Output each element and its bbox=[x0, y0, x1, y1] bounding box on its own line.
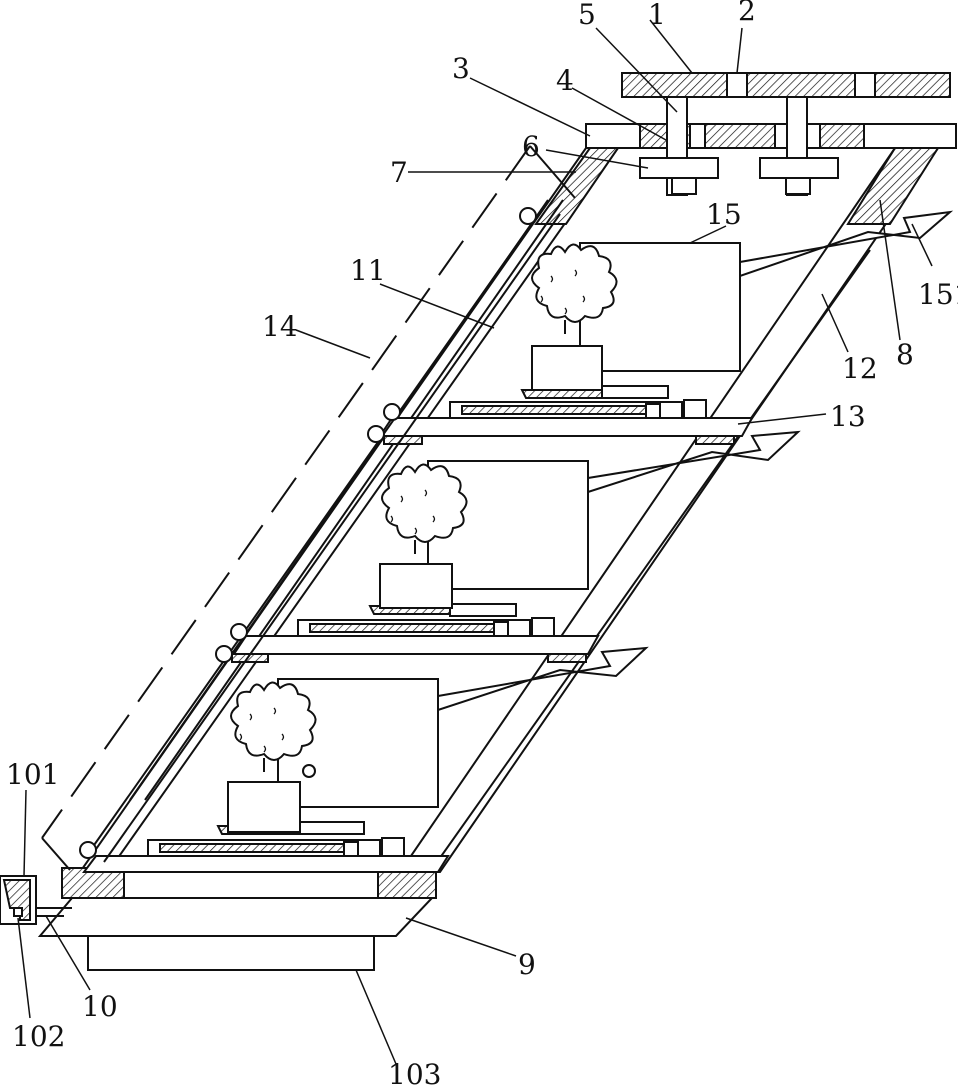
label-2: 2 bbox=[738, 0, 756, 27]
label-6: 6 bbox=[522, 130, 540, 163]
label-12: 12 bbox=[842, 352, 878, 385]
label-4: 4 bbox=[556, 64, 574, 97]
label-3: 3 bbox=[452, 52, 470, 85]
base-platform bbox=[0, 868, 436, 970]
label-14: 14 bbox=[262, 310, 298, 343]
label-151: 151 bbox=[918, 278, 958, 311]
label-5: 5 bbox=[578, 0, 596, 31]
label-10: 10 bbox=[82, 990, 118, 1023]
shelf-bottom bbox=[84, 648, 646, 872]
label-8: 8 bbox=[896, 338, 914, 371]
label-9: 9 bbox=[518, 948, 536, 981]
top-plate bbox=[622, 73, 950, 97]
label-7: 7 bbox=[390, 156, 408, 189]
label-15: 15 bbox=[706, 198, 742, 231]
label-13: 13 bbox=[830, 400, 866, 433]
ceiling-beam bbox=[586, 124, 956, 148]
label-11: 11 bbox=[350, 254, 386, 287]
label-103: 103 bbox=[388, 1058, 441, 1086]
label-1: 1 bbox=[648, 0, 666, 31]
shelf-middle bbox=[232, 432, 798, 662]
label-102: 102 bbox=[12, 1020, 65, 1053]
label-101: 101 bbox=[6, 758, 59, 791]
